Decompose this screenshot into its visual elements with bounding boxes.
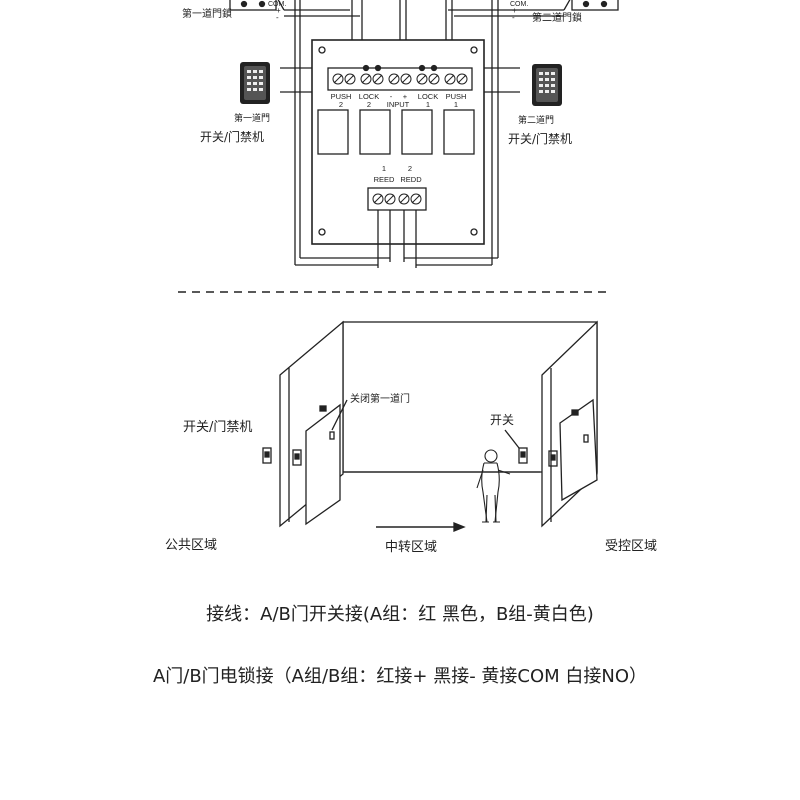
- terminal-lock2-label: LOCK: [359, 92, 379, 101]
- plus-label-right: +: [512, 6, 517, 15]
- terminal-screws-reed: [372, 193, 422, 205]
- wall-switch-mid: [518, 447, 528, 464]
- wall-switch-left: [262, 447, 272, 464]
- caption-switch-wiring: 接线：A/B门开关接(A组：红 黑色，B组-黄白色): [206, 604, 594, 625]
- reed2-num: 2: [408, 164, 412, 173]
- wiring-section: [229, 0, 619, 268]
- terminal-input-plus: +: [403, 92, 408, 101]
- left-door-label: 第一道門: [234, 112, 270, 124]
- terminal-push2-num: 2: [339, 100, 343, 109]
- terminal-lock1-label: LOCK: [418, 92, 438, 101]
- terminal-input-minus: -: [390, 92, 393, 101]
- terminal-screws-top: [332, 73, 468, 85]
- right-device-label: 开关/门禁机: [508, 131, 572, 146]
- wall-switch-left-2: [292, 449, 302, 466]
- wall-switch-right: [548, 450, 558, 467]
- terminal-lock1-num: 1: [426, 100, 430, 109]
- transit-area-label: 中转区域: [385, 540, 437, 555]
- room-section: [262, 320, 598, 532]
- close-door-label: 关闭第一道门: [350, 392, 410, 405]
- com-label-left: COM.: [268, 1, 286, 8]
- relay-lock1: [401, 109, 433, 155]
- relay-lock2: [359, 109, 391, 155]
- left-device-label: 开关/门禁机: [200, 129, 264, 144]
- reed2-label: REDD: [400, 175, 422, 184]
- caption-lock-wiring: A门/B门电锁接（A组/B组：红接+ 黑接- 黄接COM 白接NO）: [152, 666, 648, 687]
- terminal-push2-label: PUSH: [331, 92, 352, 101]
- left-door: [305, 403, 341, 526]
- controlled-area-label: 受控区域: [605, 539, 657, 554]
- terminal-push1-label: PUSH: [446, 92, 467, 101]
- minus-label-left: -: [276, 13, 279, 22]
- right-door-label: 第二道門: [518, 114, 554, 126]
- terminal-push1-num: 1: [454, 100, 458, 109]
- lock-device-left: [229, 0, 285, 11]
- person-figure: [476, 449, 511, 523]
- plus-label-left: +: [276, 6, 281, 15]
- right-door: [559, 398, 598, 502]
- relay-push2: [317, 109, 349, 155]
- room-left-device-label: 开关/门禁机: [183, 420, 252, 435]
- lock1-label: 第一道門鎖: [182, 7, 232, 20]
- lock-device-right: [563, 0, 619, 11]
- keypad-device-right: [532, 64, 562, 106]
- terminal-lock2-num: 2: [367, 100, 371, 109]
- lock2-label: 第二道門鎖: [532, 11, 582, 24]
- keypad-device-left: [240, 62, 270, 104]
- minus-label-right: -: [512, 13, 515, 22]
- switch-label: 开关: [490, 413, 514, 427]
- reed1-label: REED: [374, 175, 395, 184]
- reed1-num: 1: [382, 164, 386, 173]
- terminal-input-label: INPUT: [387, 100, 410, 109]
- com-label-right: COM.: [510, 1, 528, 8]
- relay-push1: [443, 109, 475, 155]
- public-area-label: 公共区域: [165, 538, 217, 553]
